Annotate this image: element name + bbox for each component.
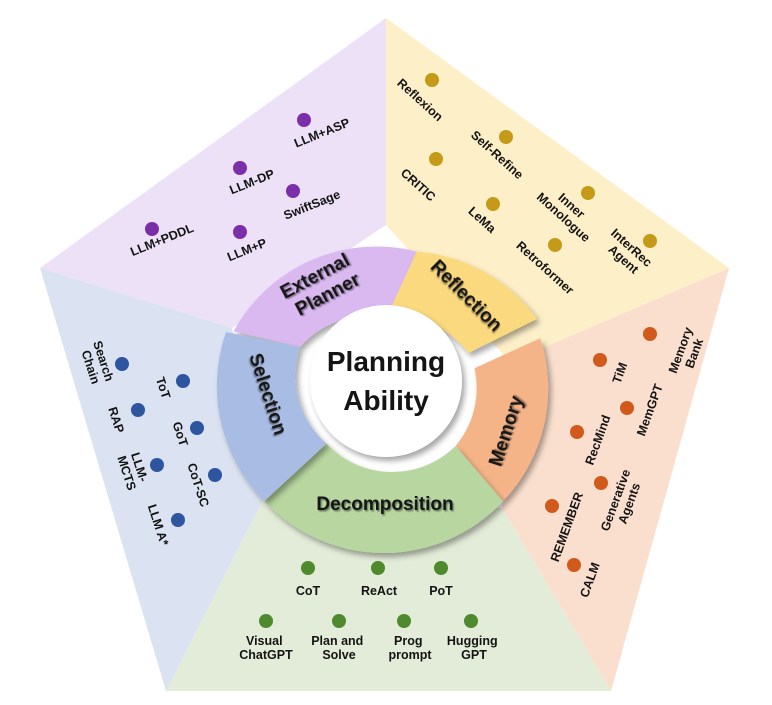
item-dot [620,401,634,415]
item-dot [233,161,247,175]
memory-sector [502,268,729,691]
item-dot [145,222,159,236]
item-dot [464,614,478,628]
item-dot [594,476,608,490]
item-dot [593,353,607,367]
center-title-line1: Planning [327,346,445,377]
item-dot [233,225,247,239]
item-visual-chatgpt: Visual ChatGPT [239,634,293,662]
external-planner-sector [40,18,386,328]
item-react: ReAct [361,584,398,598]
item-cot: CoT [296,584,321,598]
decomposition-sector [166,500,611,691]
item-dot [397,614,411,628]
item-dot [570,425,584,439]
item-dot [176,374,190,388]
item-prog-prompt: Prog prompt [388,634,432,662]
memory-ring [455,338,549,502]
item-dot [150,458,164,472]
center-title-line2: Ability [343,385,429,416]
reflection-ring [386,251,537,353]
item-pot: PoT [429,584,453,598]
item-hugging-gpt: Hugging GPT [447,634,501,662]
item-dot [171,513,185,527]
item-dot [115,357,129,371]
item-dot [434,561,448,575]
item-tot: ToT [153,375,173,401]
item-dot [332,614,346,628]
item-dot [581,186,595,200]
item-dot [499,130,513,144]
item-dot [259,614,273,628]
item-plan-and-solve: Plan and Solve [311,634,367,662]
item-dot [297,113,311,127]
item-dot [643,327,657,341]
item-dot [486,197,500,211]
decomposition-items: CoT ReAct PoT Visual ChatGPT Plan and So… [239,561,501,662]
item-dot [567,558,581,572]
item-dot [545,499,559,513]
item-tim: TiM [610,361,630,386]
item-dot [286,184,300,198]
item-dot [425,73,439,87]
selection-ring [216,332,327,501]
decomposition-ring [264,443,503,554]
selection-sector [40,268,263,691]
item-dot [371,561,385,575]
center-circle [310,305,462,457]
item-dot [208,468,222,482]
item-dot [131,403,145,417]
external-planner-ring [233,246,417,347]
item-dot [643,234,657,248]
item-dot [548,238,562,252]
item-dot [429,152,443,166]
decomposition-title: Decomposition [316,494,453,515]
item-dot [190,421,204,435]
item-dot [301,561,315,575]
